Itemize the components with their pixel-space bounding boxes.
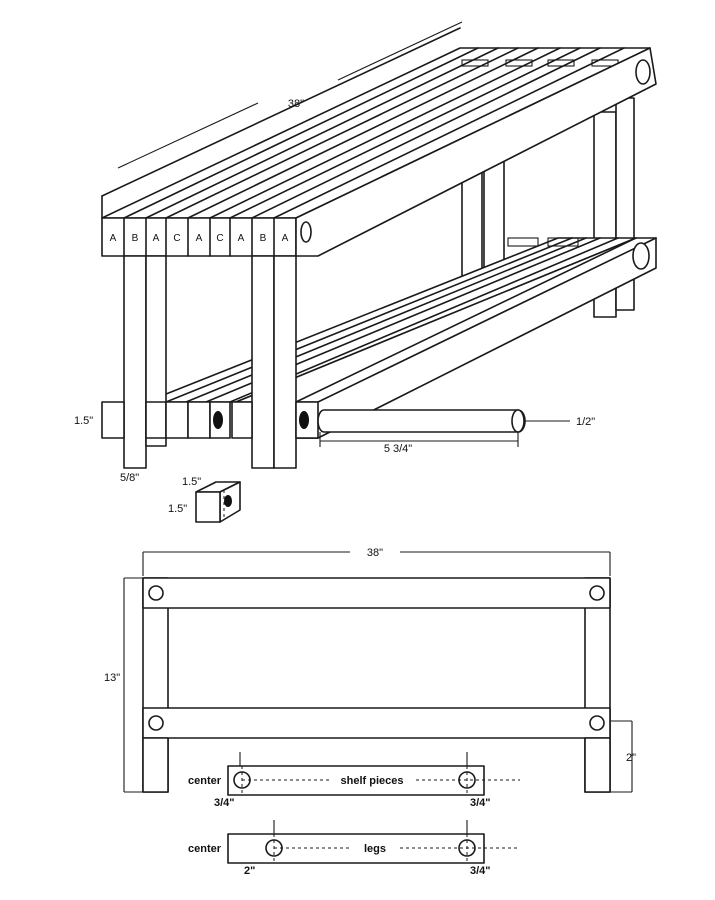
front-view: 38" 13" 2" bbox=[104, 547, 636, 793]
front-left-leg bbox=[123, 255, 147, 469]
dowel-end bbox=[511, 409, 525, 433]
top-rail-back-hole bbox=[635, 59, 651, 85]
end-block: 1.5" 1.5" bbox=[168, 476, 241, 523]
slat-labels: A B A C A C A B A bbox=[110, 233, 289, 244]
height-label: 13" bbox=[104, 672, 120, 684]
dowel-body bbox=[317, 409, 526, 433]
slat-label: A bbox=[238, 233, 245, 244]
dowel: 1/2" 5 3/4" bbox=[317, 409, 595, 455]
leg-offset-label: 2" bbox=[626, 752, 636, 764]
slat-label: A bbox=[282, 233, 289, 244]
front-view-top-left-hole bbox=[148, 585, 164, 601]
front-view-bottom-left-hole bbox=[148, 715, 164, 731]
shelf-piece-left-offset: 3/4" bbox=[214, 797, 235, 809]
shelf-piece-center-label: center bbox=[188, 775, 222, 787]
dowel-diameter-label: 1/2" bbox=[576, 416, 595, 428]
slat-label: B bbox=[132, 233, 139, 244]
front-right-leg bbox=[251, 255, 275, 469]
legs-detail: center legs 2" 3/4" bbox=[188, 820, 520, 877]
bottom-end-1 bbox=[101, 401, 125, 439]
front-view-top-rail bbox=[142, 577, 611, 609]
front-left-leg-side bbox=[145, 255, 167, 447]
legs-center-label: center bbox=[188, 843, 222, 855]
shelf-pieces-detail: center shelf pieces 3/4" 3/4" bbox=[188, 752, 520, 809]
isometric-view: A B A C A C A B A 38" 1.5" 5/8" 1/2" 5 3… bbox=[74, 21, 657, 523]
front-view-bottom-rail bbox=[142, 707, 611, 739]
bottom-end-3 bbox=[165, 401, 189, 439]
shelf-piece-title: shelf pieces bbox=[341, 775, 404, 787]
slat-label: B bbox=[260, 233, 267, 244]
top-shelf bbox=[101, 27, 657, 257]
bottom-dowel-hole-left bbox=[213, 411, 223, 429]
front-view-left-foot bbox=[142, 737, 169, 793]
top-slat-ends bbox=[101, 217, 297, 257]
slat-label: A bbox=[110, 233, 117, 244]
top-rail bbox=[295, 47, 657, 257]
width-label: 38" bbox=[367, 547, 383, 559]
legs-right-offset: 3/4" bbox=[470, 865, 491, 877]
bottom-end-6 bbox=[231, 401, 253, 439]
bottom-end-4 bbox=[187, 401, 211, 439]
block-hole bbox=[224, 495, 232, 507]
slat-label: C bbox=[216, 233, 223, 244]
shelf-piece-right-offset: 3/4" bbox=[470, 797, 491, 809]
bottom-end-2 bbox=[145, 401, 167, 439]
legs-title: legs bbox=[364, 843, 386, 855]
thickness-label: 1.5" bbox=[74, 415, 93, 427]
legs-left-offset: 2" bbox=[244, 865, 255, 877]
bottom-dowel-hole-right bbox=[299, 411, 309, 429]
back-left-leg bbox=[461, 171, 483, 283]
leg-width-label: 5/8" bbox=[120, 472, 139, 484]
front-view-top-right-hole bbox=[589, 585, 605, 601]
length-label: 38" bbox=[288, 98, 304, 110]
bottom-rail-hole bbox=[632, 242, 650, 270]
block-width-label: 1.5" bbox=[182, 476, 201, 488]
slat-label: A bbox=[196, 233, 203, 244]
dowel-length-label: 5 3/4" bbox=[384, 443, 412, 455]
front-right-leg-side bbox=[273, 255, 297, 469]
length-dimension-line bbox=[117, 102, 259, 169]
front-view-right-foot bbox=[584, 737, 611, 793]
top-rail-front-hole bbox=[300, 221, 312, 243]
back-left-leg-side bbox=[483, 159, 505, 276]
slat-label: A bbox=[153, 233, 160, 244]
front-view-bottom-right-hole bbox=[589, 715, 605, 731]
block-front bbox=[195, 491, 221, 523]
slat-label: C bbox=[173, 233, 180, 244]
block-height-label: 1.5" bbox=[168, 503, 187, 515]
